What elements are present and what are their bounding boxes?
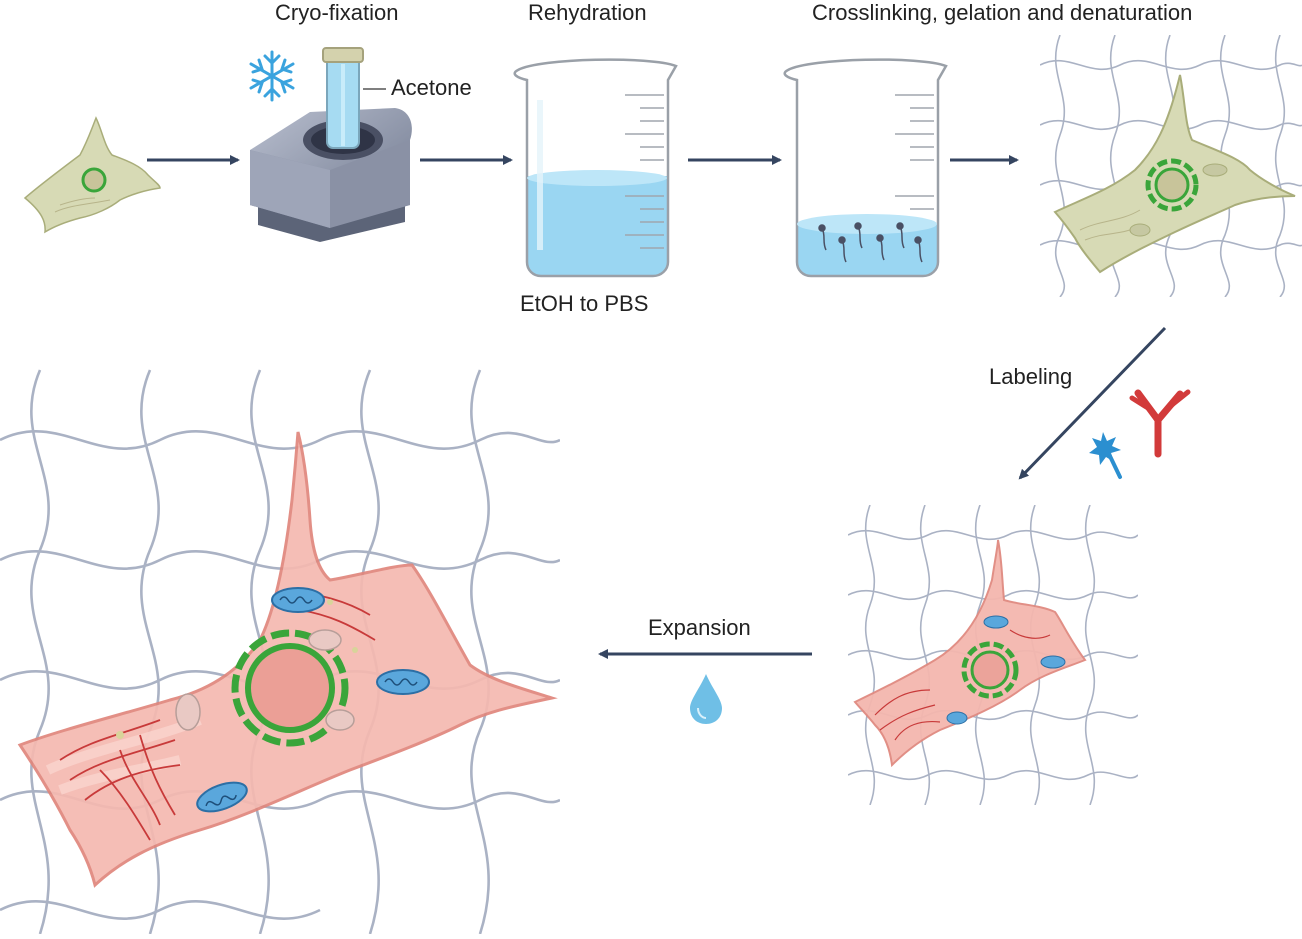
- process-arrows: [147, 155, 1167, 659]
- cell-in-gel-labeled: [853, 539, 1087, 768]
- annotation-etoh-to-pbs: EtOH to PBS: [520, 291, 649, 316]
- annotation-acetone: Acetone: [391, 75, 472, 100]
- acetone-tube: [322, 47, 386, 149]
- step-label-cryo-fixation: Cryo-fixation: [275, 0, 399, 25]
- beaker-crosslinking: [783, 58, 948, 278]
- mitochondria: [196, 587, 430, 813]
- step-label-labeling: Labeling: [989, 364, 1073, 389]
- gel-mesh-top: [1040, 35, 1302, 297]
- step-label-rehydration: Rehydration: [528, 0, 647, 25]
- cell-in-gel-fixed: [1053, 74, 1296, 274]
- snowflake-icon: [249, 50, 295, 102]
- gel-mesh-large: [0, 369, 560, 934]
- beaker-rehydration: [513, 58, 678, 278]
- cell-expanded: [17, 431, 558, 888]
- cell-initial: [23, 116, 161, 234]
- antibody-icon: [1129, 389, 1191, 458]
- step-label-crosslinking: Crosslinking, gelation and denaturation: [812, 0, 1193, 25]
- fluorophore-icon: [1089, 432, 1122, 479]
- monomer-molecules: [818, 222, 923, 263]
- step-label-expansion: Expansion: [648, 615, 751, 640]
- cytoskeleton-filaments: [59, 589, 376, 841]
- water-drop-icon: [690, 674, 722, 724]
- arrow-labeling: [1018, 326, 1167, 480]
